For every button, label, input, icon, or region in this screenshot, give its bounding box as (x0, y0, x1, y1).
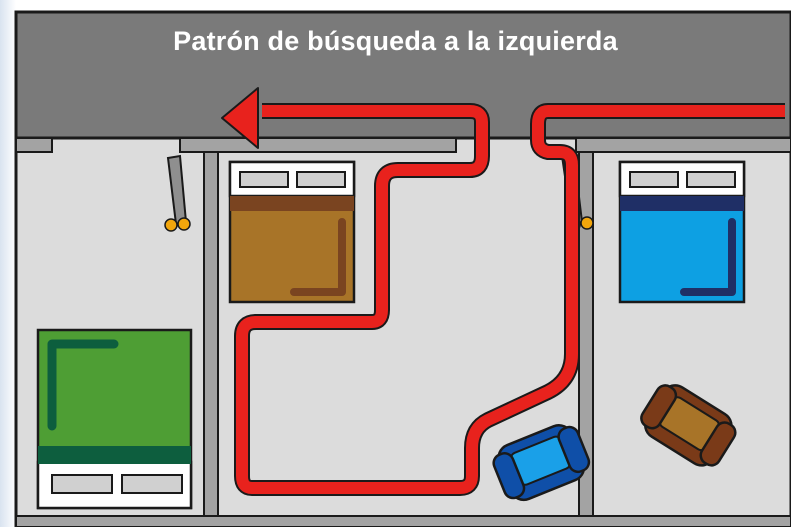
armchair-icon (492, 424, 591, 502)
bed-icon (36, 328, 193, 510)
bed-icon (228, 160, 356, 304)
bed-icon (618, 160, 746, 304)
diagram-title: Patrón de búsqueda a la izquierda (173, 26, 618, 56)
page-edge (0, 0, 16, 527)
door-icon (164, 154, 191, 232)
arrow-path-icon (221, 87, 785, 496)
room-walls (15, 151, 791, 527)
armchair-icon (640, 384, 737, 467)
